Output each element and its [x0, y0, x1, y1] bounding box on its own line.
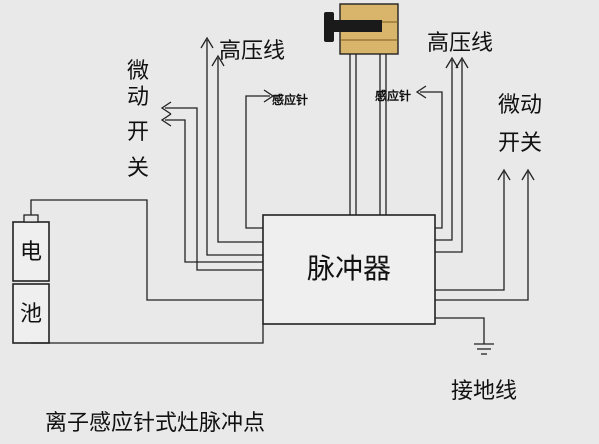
- ground-label: 接地线: [451, 379, 517, 404]
- battery: 电 池: [12, 214, 50, 344]
- sensor-label-left: 感应针: [272, 92, 308, 107]
- caption: 离子感应针式灶脉冲点: [45, 411, 265, 436]
- hv-label-left: 高压线: [219, 39, 285, 64]
- ignitor-plunger: [330, 20, 382, 32]
- battery-label-bottom: 池: [20, 302, 42, 327]
- left-hv-wires: [200, 36, 275, 256]
- battery-label-top: 电: [20, 240, 42, 265]
- right-switch-wires: [435, 168, 535, 301]
- left-switch-wires: [160, 101, 263, 271]
- battery-positive-wire: [30, 199, 263, 301]
- pulse-box-label: 脉冲器: [307, 252, 391, 285]
- right-hv-wires: [415, 56, 469, 253]
- right-switch-label-2: 开关: [498, 131, 542, 156]
- svg-text:微: 微: [127, 59, 149, 84]
- svg-text:动: 动: [127, 85, 149, 110]
- hv-label-right: 高压线: [427, 31, 493, 56]
- right-switch-label-1: 微动: [498, 93, 542, 118]
- battery-negative-wire: [31, 324, 264, 344]
- ground-symbol: [435, 317, 494, 355]
- svg-text:关: 关: [127, 156, 149, 181]
- ignitor-assembly: [324, 3, 399, 215]
- svg-text:开: 开: [127, 120, 149, 145]
- left-switch-label: 微 动 开 关: [127, 59, 149, 181]
- sensor-label-right: 感应针: [375, 88, 411, 103]
